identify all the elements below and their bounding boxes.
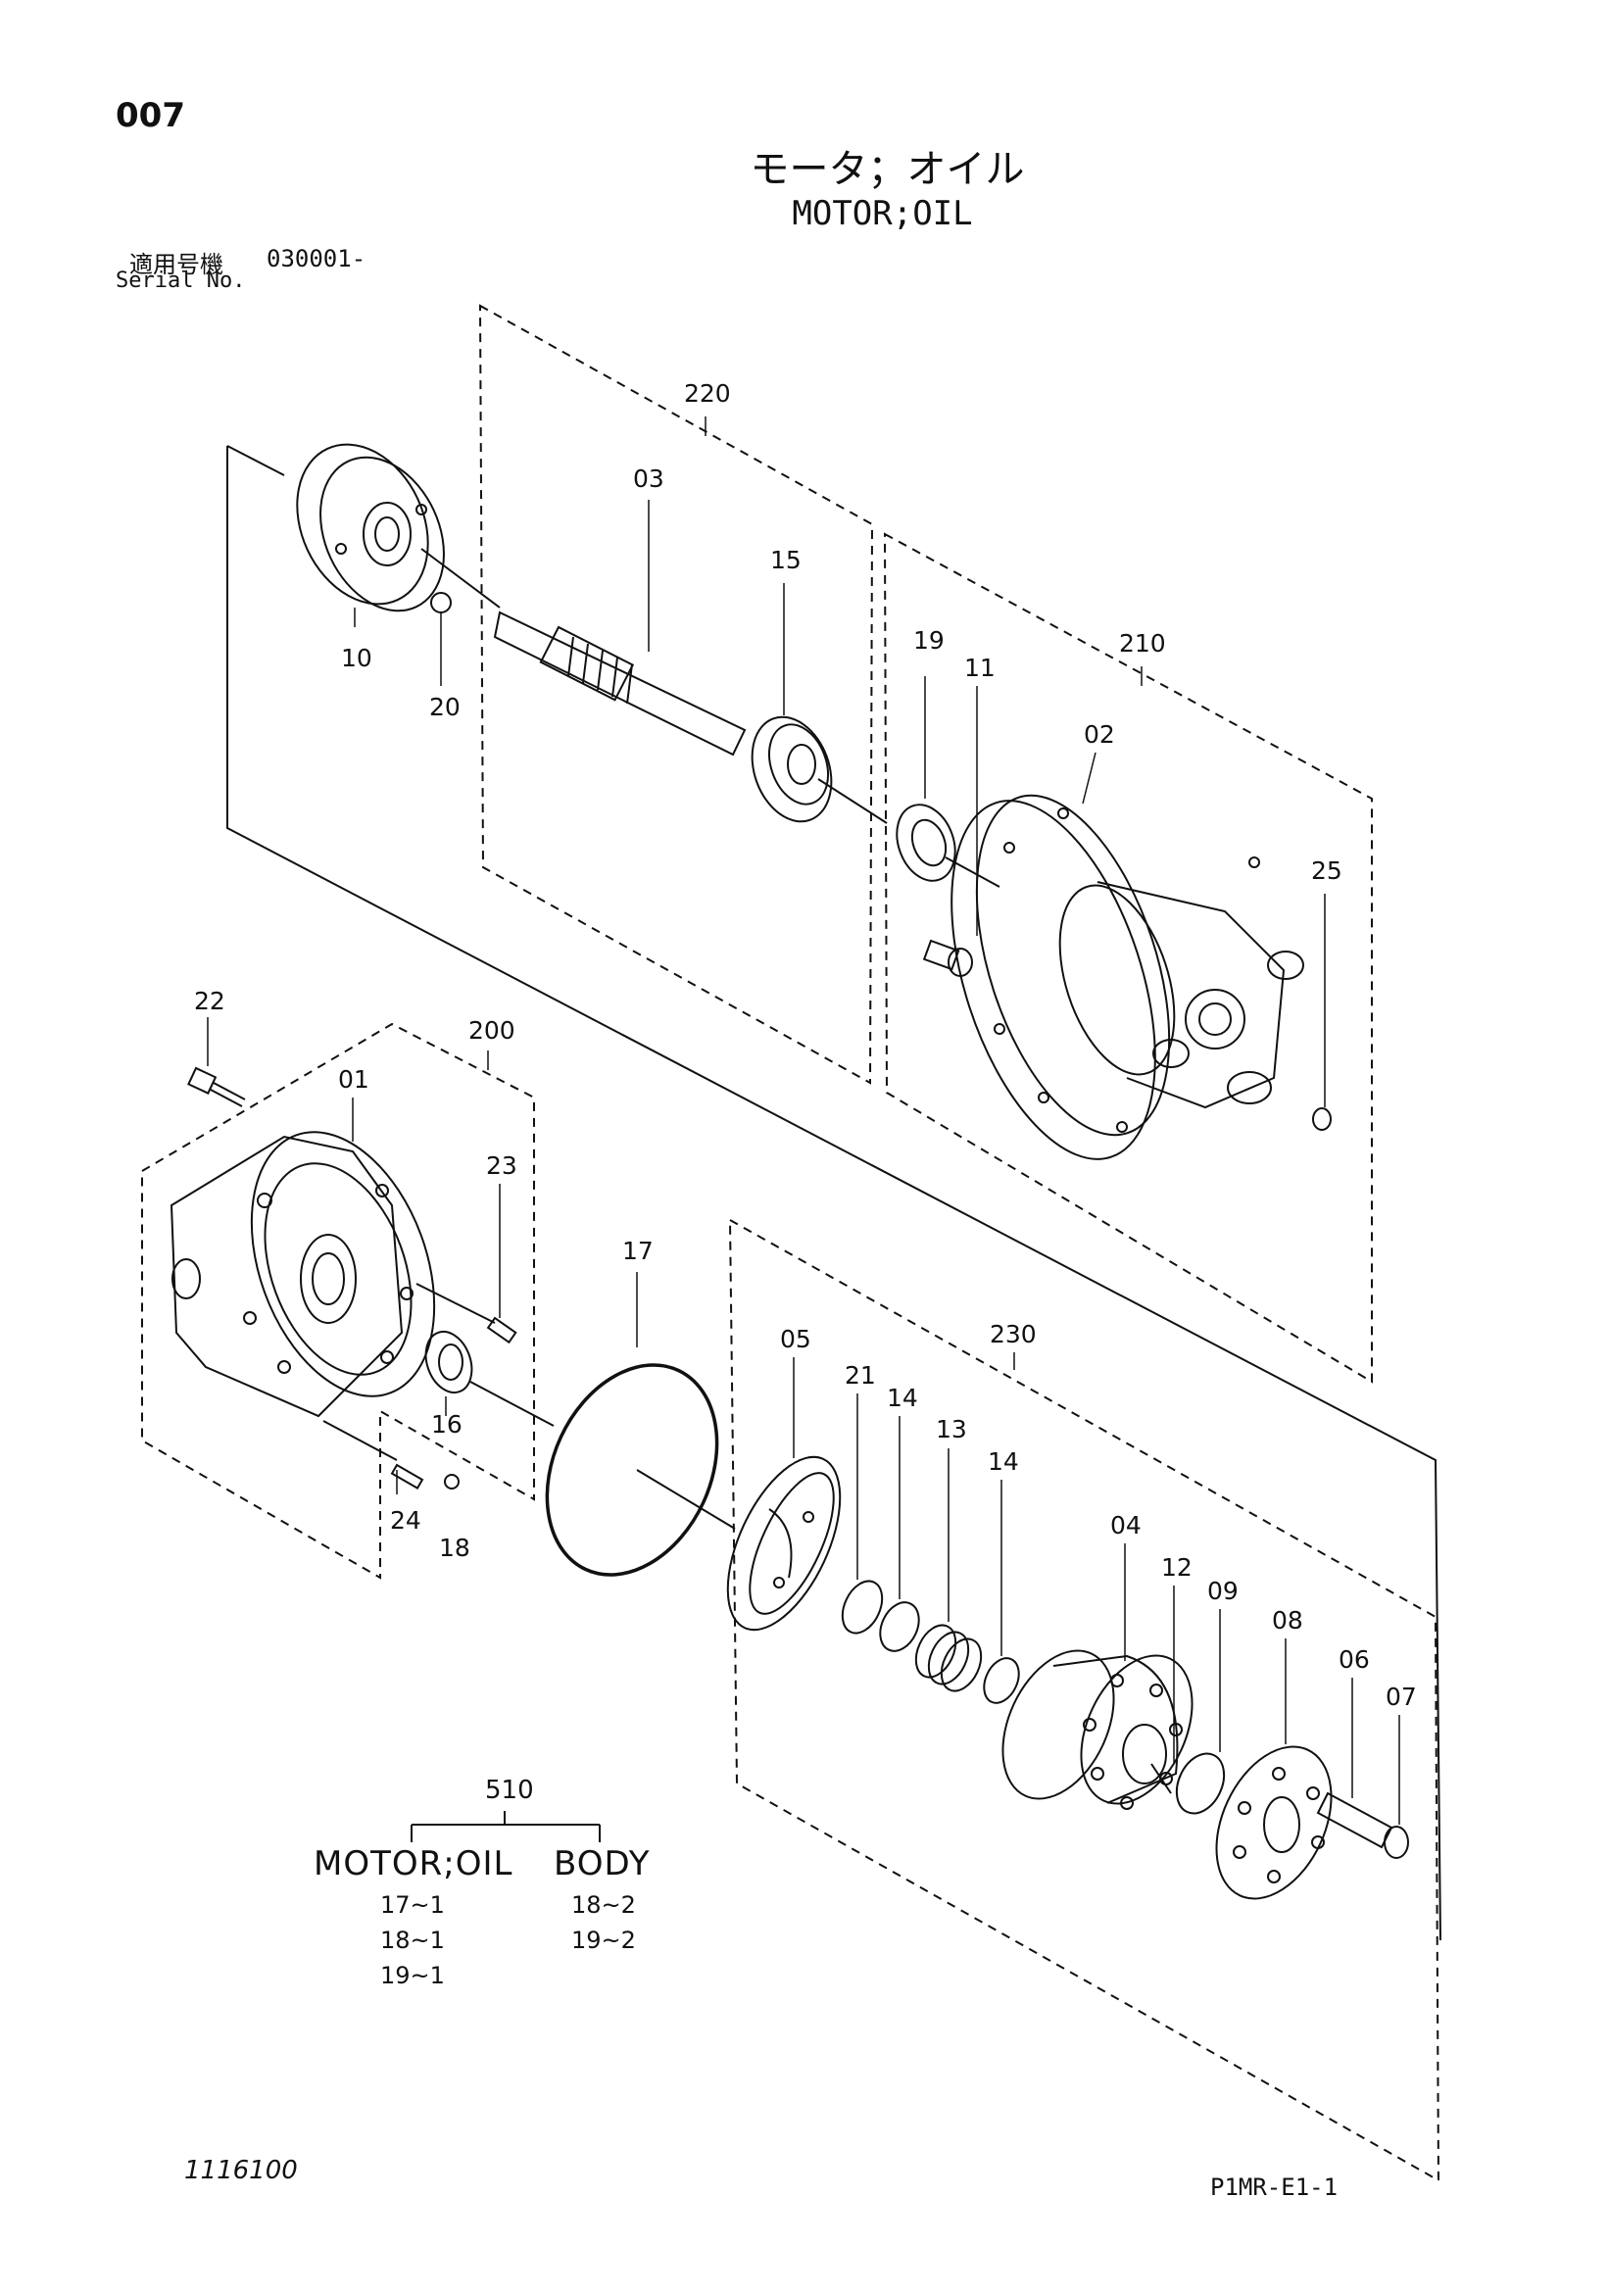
part-16-bearing (424, 1331, 473, 1393)
part-25-plug (1312, 1107, 1332, 1131)
part-20-ball (430, 592, 452, 613)
label-leaders (207, 416, 1400, 1825)
part-22-bolt (187, 1066, 246, 1107)
part-14-washer-a (879, 1601, 920, 1652)
callout-14a: 14 (887, 1384, 918, 1412)
part-14-washer-b (983, 1657, 1020, 1704)
part-21-snapring (841, 1580, 884, 1635)
part-03-shaft (420, 548, 747, 757)
callout-12: 12 (1161, 1553, 1193, 1582)
callout-25: 25 (1311, 856, 1342, 885)
part-12-pin (1150, 1763, 1172, 1794)
group-220-outline (478, 304, 874, 1085)
title-japanese: モータ；オイル (750, 147, 1025, 192)
page-number: 007 (116, 96, 185, 135)
serial-label-japanese: 適用号機 (129, 251, 223, 278)
kit-col-body-header: BODY (554, 1844, 651, 1883)
part-11-plug (922, 939, 973, 977)
group-230-outline (728, 1218, 1440, 2182)
callout-07: 07 (1386, 1683, 1417, 1711)
kit-motor-oil-item: 19~1 (380, 1962, 445, 1989)
part-10-flange (296, 443, 445, 612)
kit-motor-oil-item: 17~1 (380, 1891, 445, 1919)
callout-09: 09 (1207, 1577, 1239, 1605)
part-17-oring (545, 1363, 719, 1577)
leader-01-23 (415, 1283, 496, 1324)
callout-01: 01 (338, 1065, 369, 1094)
kit-body-item: 19~2 (571, 1927, 636, 1954)
part-19-seal (896, 804, 956, 882)
callout-11: 11 (964, 654, 996, 682)
callout-03: 03 (633, 464, 664, 493)
part-callouts: 220 03 15 10 20 19 11 210 02 25 22 200 0… (194, 379, 1417, 1711)
callout-19: 19 (913, 626, 945, 655)
callout-16: 16 (431, 1410, 463, 1439)
callout-22: 22 (194, 987, 225, 1015)
part-18-ball (444, 1474, 460, 1490)
callout-04: 04 (1110, 1511, 1142, 1539)
drawing-number: 1116100 (184, 2156, 298, 2185)
kit-body-item: 18~2 (571, 1891, 636, 1919)
callout-06: 06 (1339, 1645, 1370, 1674)
assembly-outline (226, 446, 1441, 1941)
callout-200: 200 (468, 1016, 515, 1045)
part-08-retainer (1215, 1745, 1333, 1900)
callout-14b: 14 (988, 1447, 1019, 1476)
kit-motor-oil-item: 18~1 (380, 1927, 445, 1954)
part-09-ballguide (1175, 1752, 1226, 1815)
kit-col-motor-oil-header: MOTOR;OIL (314, 1844, 513, 1883)
group-210-outline (883, 532, 1373, 1384)
callout-20: 20 (429, 693, 461, 721)
callout-13: 13 (936, 1415, 967, 1443)
callout-15: 15 (770, 546, 802, 574)
assembly-outline-top (226, 445, 285, 476)
callout-21: 21 (845, 1361, 876, 1390)
kit-table-bracket (411, 1811, 601, 1842)
serial-range: 030001- (267, 245, 366, 272)
callout-24: 24 (390, 1506, 421, 1535)
part-13-spring (914, 1624, 983, 1692)
part-05-valveplate (726, 1455, 842, 1632)
group-200-outline (141, 1022, 535, 1580)
leader-16-17 (469, 1381, 555, 1427)
sheet-code: P1MR-E1-1 (1210, 2174, 1339, 2201)
callout-17: 17 (622, 1237, 654, 1265)
leader-17-05 (636, 1469, 736, 1530)
part-06-piston (1316, 1791, 1393, 1849)
callout-230: 230 (990, 1320, 1037, 1348)
callout-210: 210 (1119, 629, 1166, 658)
serial-label-english: Serial No. (116, 269, 246, 293)
callout-08: 08 (1272, 1606, 1303, 1635)
callout-220: 220 (684, 379, 731, 408)
part-24-pin (390, 1463, 424, 1490)
part-04-cylinder (1001, 1649, 1194, 1810)
title-english: MOTOR;OIL (792, 194, 973, 233)
leader-15-19 (817, 778, 888, 824)
kit-table-number: 510 (485, 1776, 534, 1805)
part-02-housing (950, 794, 1304, 1160)
callout-18: 18 (439, 1534, 470, 1562)
part-01-casing (170, 1131, 436, 1418)
part-07-shoe (1384, 1826, 1409, 1859)
leader-01-24 (322, 1420, 398, 1461)
callout-02: 02 (1084, 720, 1115, 749)
callout-10: 10 (341, 644, 372, 672)
part-15-bearing (751, 715, 833, 823)
callout-23: 23 (486, 1151, 517, 1180)
group-outlines (141, 304, 1440, 2182)
part-23-pin (486, 1316, 517, 1344)
callout-05: 05 (780, 1325, 811, 1353)
